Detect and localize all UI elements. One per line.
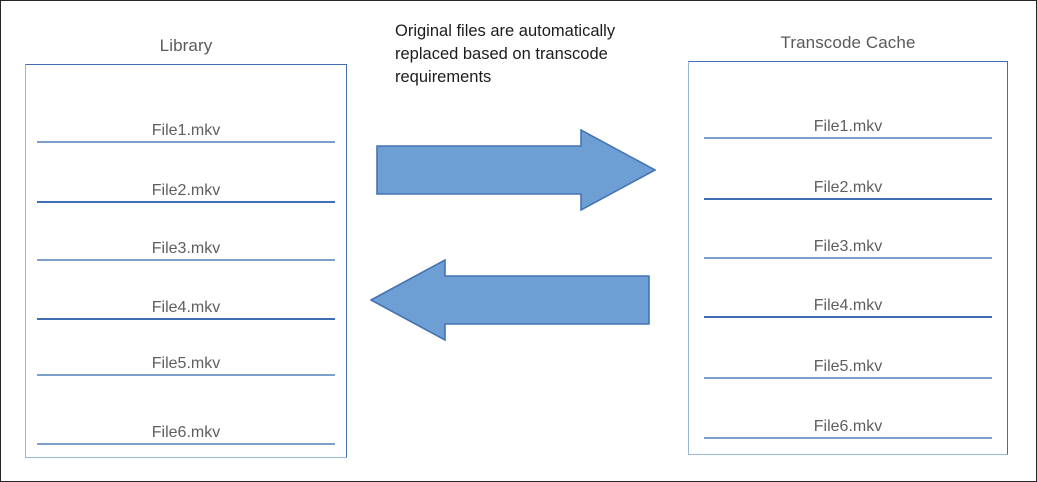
file-name: File5.mkv	[151, 355, 221, 372]
list-item[interactable]: File6.mkv	[689, 417, 1007, 439]
list-item[interactable]: File4.mkv	[26, 298, 346, 320]
file-name: File1.mkv	[813, 118, 883, 135]
file-name: File2.mkv	[151, 182, 221, 199]
list-item[interactable]: File2.mkv	[26, 181, 346, 203]
list-item[interactable]: File4.mkv	[689, 296, 1007, 318]
list-item[interactable]: File3.mkv	[26, 239, 346, 261]
file-name: File3.mkv	[151, 240, 221, 257]
list-item[interactable]: File1.mkv	[26, 121, 346, 143]
file-name: File3.mkv	[813, 238, 883, 255]
file-divider	[37, 141, 335, 143]
file-divider	[37, 374, 335, 376]
file-divider	[704, 316, 992, 318]
file-divider	[37, 443, 335, 445]
file-name: File2.mkv	[813, 179, 883, 196]
list-item[interactable]: File3.mkv	[689, 237, 1007, 259]
list-item[interactable]: File2.mkv	[689, 178, 1007, 200]
list-item[interactable]: File1.mkv	[689, 117, 1007, 139]
file-name: File1.mkv	[151, 122, 221, 139]
file-divider	[704, 437, 992, 439]
list-item[interactable]: File5.mkv	[26, 354, 346, 376]
file-divider	[704, 257, 992, 259]
caption-text: Original files are automatically replace…	[395, 22, 616, 86]
library-panel-title: Library	[159, 36, 213, 55]
library-panel: File1.mkv File2.mkv File3.mkv File4.mkv …	[25, 64, 347, 458]
file-divider	[704, 198, 992, 200]
list-item[interactable]: File6.mkv	[26, 423, 346, 445]
file-divider	[37, 318, 335, 320]
file-name: File6.mkv	[151, 424, 221, 441]
file-divider	[704, 377, 992, 379]
file-name: File4.mkv	[151, 299, 221, 316]
file-divider	[704, 137, 992, 139]
file-divider	[37, 259, 335, 261]
file-name: File5.mkv	[813, 358, 883, 375]
arrow-left-icon	[370, 259, 650, 341]
transcode-cache-panel: File1.mkv File2.mkv File3.mkv File4.mkv …	[688, 61, 1008, 455]
file-name: File6.mkv	[813, 418, 883, 435]
transcode-cache-panel-title: Transcode Cache	[780, 33, 916, 52]
file-divider	[37, 201, 335, 203]
arrow-right-icon	[376, 129, 656, 211]
list-item[interactable]: File5.mkv	[689, 357, 1007, 379]
file-name: File4.mkv	[813, 297, 883, 314]
